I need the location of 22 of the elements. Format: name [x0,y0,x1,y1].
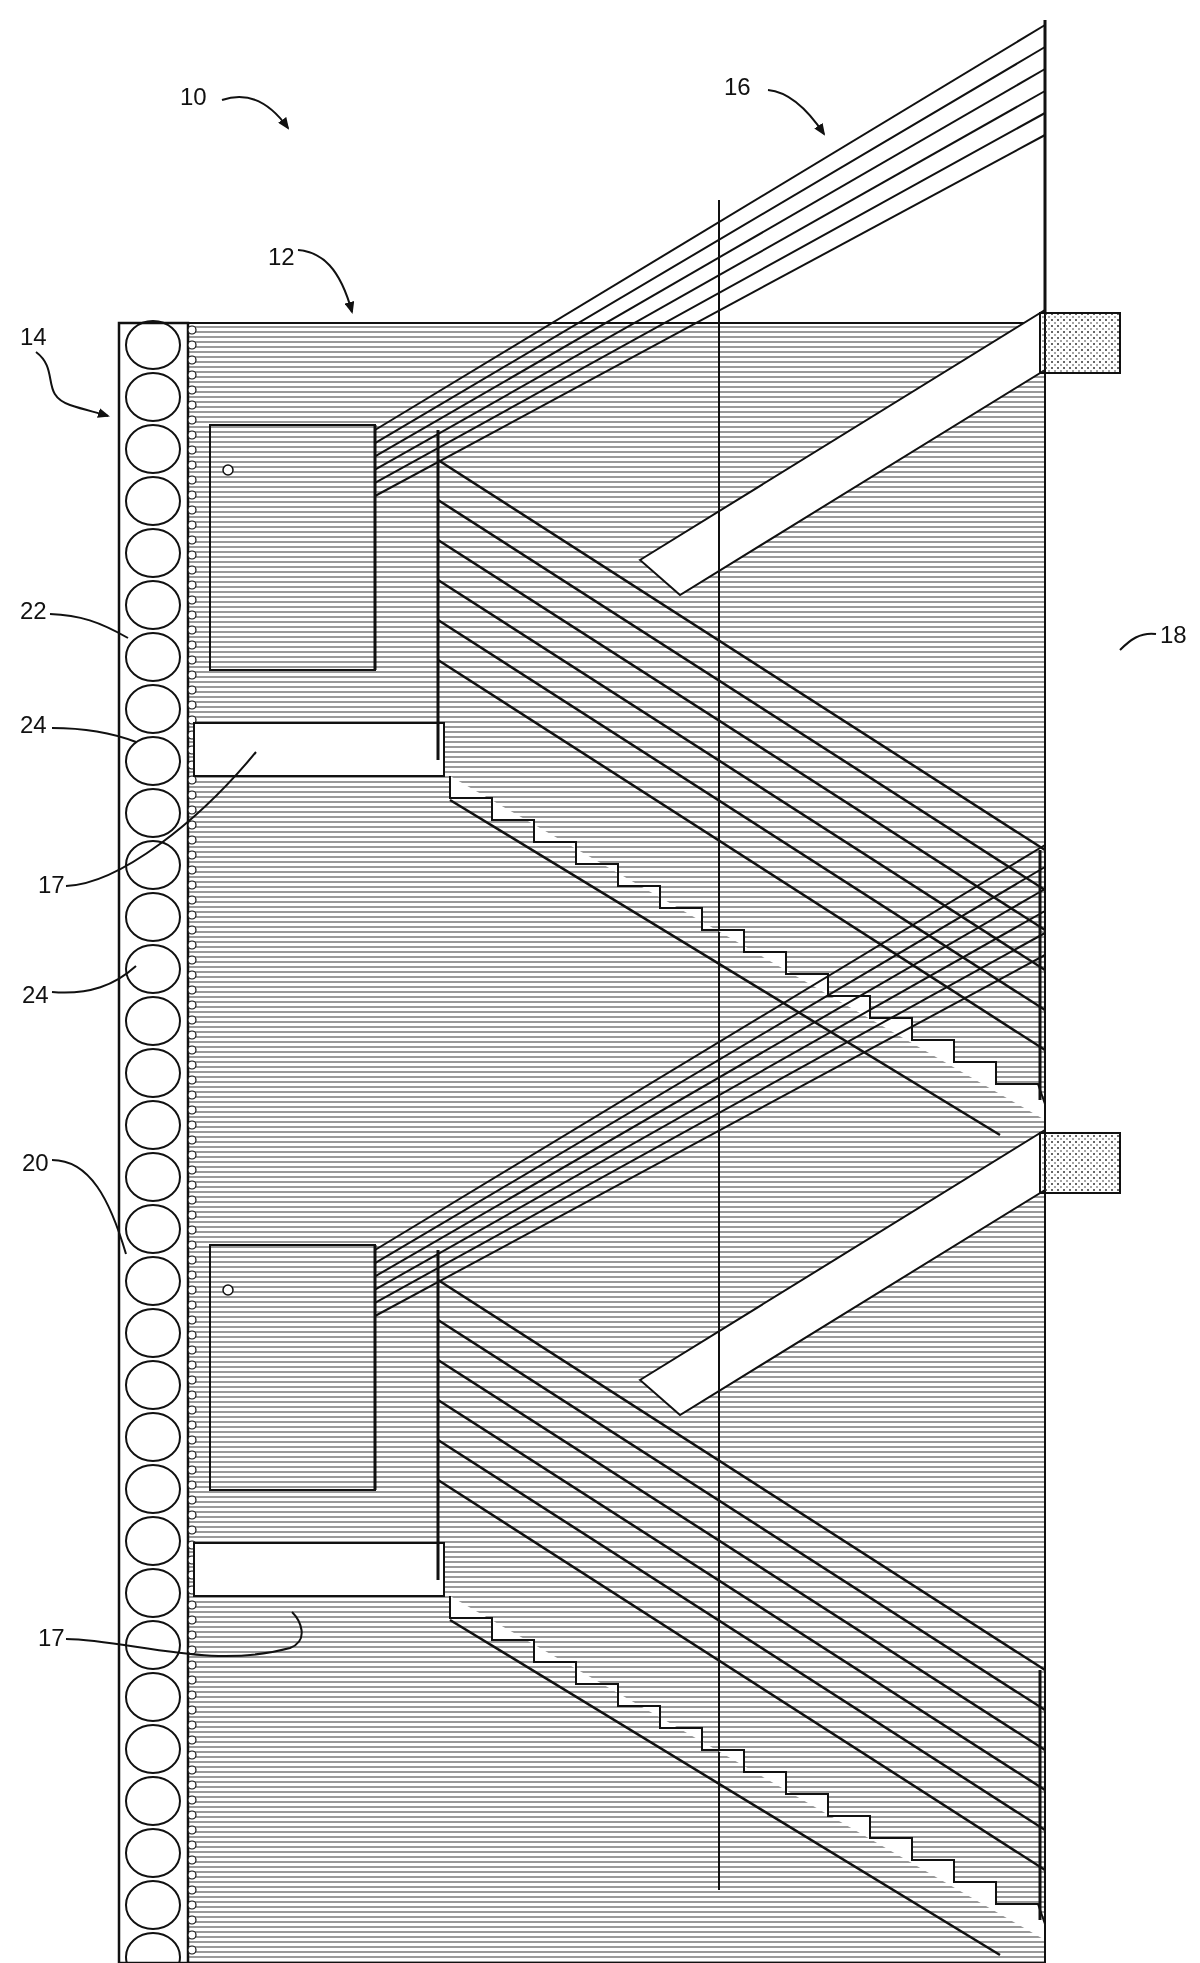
leader-line [51,965,137,994]
callout-number: 24 [20,712,47,738]
callout-number: 10 [180,84,207,110]
leader-arrow [767,89,826,136]
callout-number: 17 [38,1625,65,1651]
leader-line [65,1611,303,1657]
leader-arrow [221,96,290,130]
leader-line [51,727,137,743]
leader-line [49,613,129,639]
callout-number: 17 [38,872,65,898]
callout-number: 14 [20,324,47,350]
callout-number: 20 [22,1150,49,1176]
callout-number: 18 [1160,622,1187,648]
leader-line [51,1159,127,1255]
leader-line [1119,632,1157,651]
leader-arrow [297,249,354,314]
leader-arrow [35,351,110,418]
leader-line [65,751,257,887]
callout-number: 16 [724,74,751,100]
callout-number: 24 [22,982,49,1008]
callout-number: 22 [20,598,47,624]
callout-number: 12 [268,244,295,270]
